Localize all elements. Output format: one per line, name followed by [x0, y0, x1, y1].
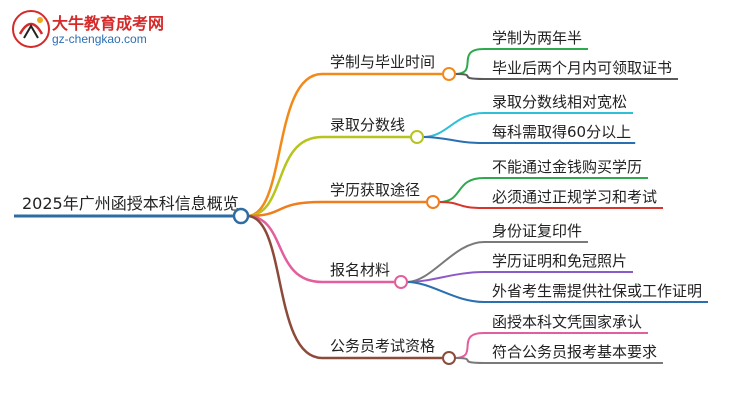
- leaf-4-3[interactable]: 外省考生需提供社保或工作证明: [406, 281, 708, 303]
- logo-mark-icon: [12, 10, 50, 48]
- leaf-connector: [422, 136, 485, 144]
- leaf-label: 外省考生需提供社保或工作证明: [492, 282, 702, 300]
- leaf-connector: [406, 281, 485, 303]
- branch-label: 录取分数线: [330, 116, 405, 134]
- leaf-label: 毕业后两个月内可领取证书: [492, 59, 672, 77]
- leaf-label: 必须通过正规学习和考试: [492, 188, 657, 206]
- leaf-connector: [438, 201, 485, 209]
- root-label: 2025年广州函授本科信息概览: [22, 194, 239, 213]
- leaf-connector: [454, 48, 485, 75]
- logo-url: gz-chengkao.com: [52, 32, 147, 46]
- branch-connector: [246, 214, 323, 284]
- leaf-label: 学历证明和免冠照片: [492, 252, 627, 270]
- branch-label: 学历获取途径: [330, 181, 420, 199]
- site-logo[interactable]: 大牛教育成考网 gz-chengkao.com: [10, 8, 170, 52]
- branch-node: [426, 195, 440, 209]
- leaf-connector: [422, 112, 485, 138]
- leaf-label: 每科需取得60分以上: [492, 123, 631, 141]
- leaf-label: 身份证复印件: [492, 222, 582, 240]
- leaf-label: 学制为两年半: [492, 29, 582, 47]
- leaf-4-2[interactable]: 学历证明和免冠照片: [406, 252, 633, 283]
- leaf-label: 录取分数线相对宽松: [492, 93, 627, 111]
- leaf-label: 不能通过金钱购买学历: [492, 158, 642, 176]
- branch-label: 学制与毕业时间: [330, 53, 435, 71]
- leaf-3-2[interactable]: 必须通过正规学习和考试: [438, 188, 663, 209]
- root-node[interactable]: 2025年广州函授本科信息概览: [22, 194, 250, 225]
- logo-title: 大牛教育成考网: [52, 14, 165, 33]
- leaf-connector: [454, 357, 485, 364]
- leaf-connector: [406, 271, 485, 283]
- branch-label: 报名材料: [330, 261, 390, 279]
- branch-node: [410, 130, 424, 144]
- branch-connector: [246, 214, 323, 360]
- branch-connector: [246, 72, 323, 218]
- leaf-2-2[interactable]: 每科需取得60分以上: [422, 123, 636, 144]
- leaf-connector: [438, 177, 485, 203]
- branch-node: [442, 67, 456, 81]
- branch-node: [394, 275, 408, 289]
- branch-connector: [246, 135, 323, 218]
- leaf-5-2[interactable]: 符合公务员报考基本要求: [454, 343, 663, 364]
- leaf-1-2[interactable]: 毕业后两个月内可领取证书: [454, 59, 678, 80]
- leaf-connector: [454, 73, 485, 80]
- branch-label: 公务员考试资格: [330, 337, 435, 355]
- leaf-label: 符合公务员报考基本要求: [492, 343, 657, 361]
- root-circle: [232, 207, 250, 225]
- leaf-connector: [454, 332, 485, 359]
- branch-node: [442, 351, 456, 365]
- branch-connector: [246, 200, 323, 218]
- leaf-label: 函授本科文凭国家承认: [492, 313, 642, 331]
